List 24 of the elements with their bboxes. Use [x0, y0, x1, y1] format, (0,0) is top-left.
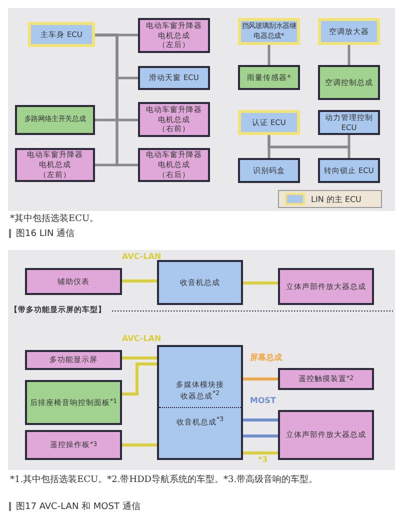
figure-caption: 图16 LIN 通信 — [16, 228, 75, 240]
edge-label: MOST — [250, 396, 276, 405]
bus-line — [243, 282, 278, 284]
bus-line — [122, 280, 157, 282]
note-text: *其中包括选装ECU。 — [10, 212, 99, 225]
lin-line — [95, 34, 138, 166]
edge-label: AVC-LAN — [122, 334, 162, 343]
lin-line — [268, 135, 350, 158]
bus-line — [122, 362, 157, 396]
bus-line — [243, 434, 278, 438]
bus-line — [243, 378, 278, 380]
bus-line — [122, 444, 157, 446]
bus-line — [243, 418, 278, 422]
note-text: *1.其中包括选装ECU。*2.带HDD导航系统的车型。*3.带高级音响的车型。 — [10, 474, 319, 487]
edge-label: AVC-LAN — [122, 252, 162, 261]
lin-line — [348, 45, 350, 65]
module-box — [157, 345, 243, 460]
figure-caption: 图17 AVC-LAN 和 MOST 通信 — [16, 500, 140, 513]
edge-label: 屏幕总成 — [250, 352, 282, 363]
legend-text: LIN 的主 ECU — [311, 194, 362, 204]
bus-line — [122, 356, 157, 360]
edge-label: *3 — [258, 455, 268, 464]
bus-line — [243, 452, 278, 454]
lin-line — [268, 45, 270, 65]
